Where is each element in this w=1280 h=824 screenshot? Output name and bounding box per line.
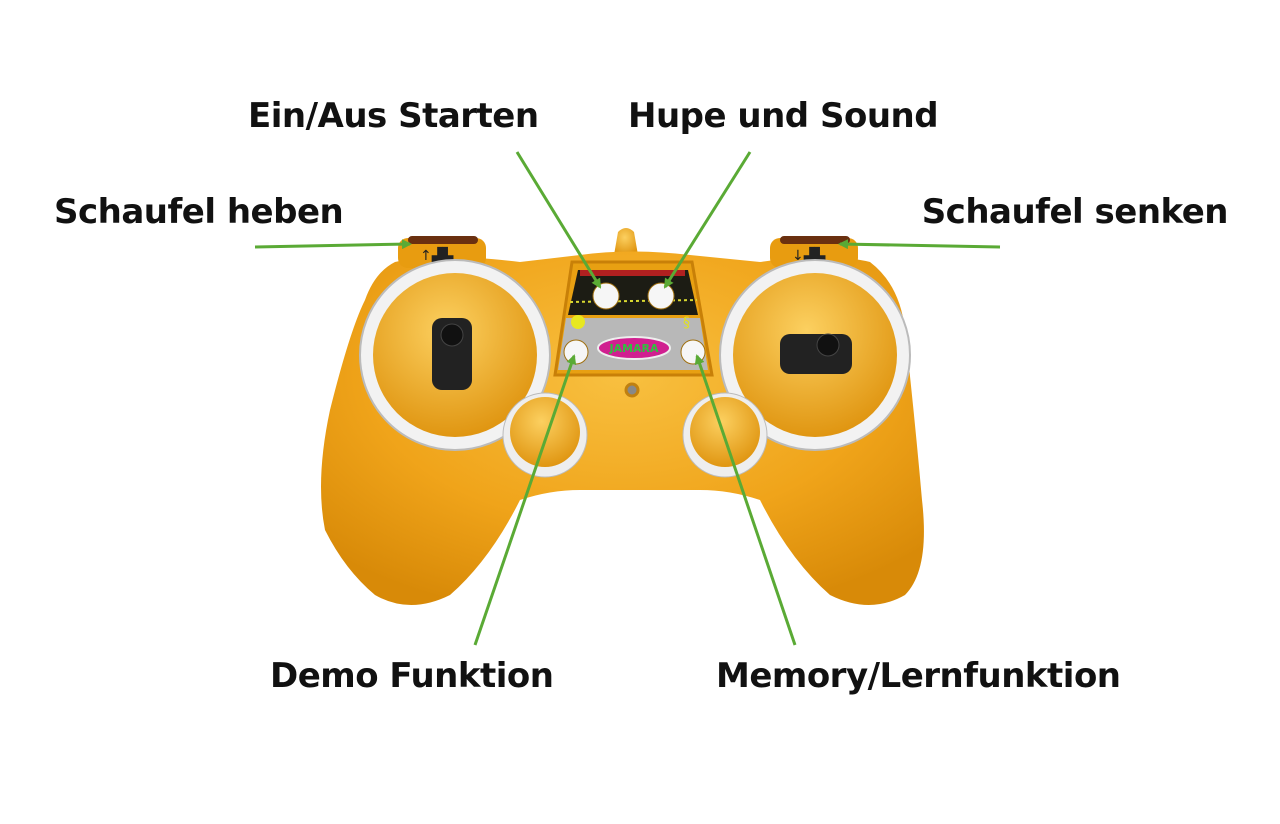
right-joystick[interactable] <box>780 334 852 374</box>
status-led <box>624 382 640 398</box>
label-shovel-raise: Schaufel heben <box>54 192 344 232</box>
shovel-up-icon: ↑▟▙ <box>420 246 453 264</box>
arrow-shovel-raise <box>254 239 412 250</box>
arrow-shovel-lower <box>838 239 1001 250</box>
label-demo: Demo Funktion <box>270 656 554 696</box>
arrow-power <box>515 151 602 289</box>
antenna <box>614 228 638 255</box>
right-knob[interactable] <box>690 397 760 467</box>
shoulder-button-right[interactable] <box>770 238 858 268</box>
left-knob[interactable] <box>510 397 580 467</box>
memory-icon: § <box>683 315 690 331</box>
memory-button[interactable] <box>680 339 706 365</box>
power-start-button[interactable] <box>592 282 620 310</box>
svg-text:JAMARA: JAMARA <box>608 342 659 355</box>
horn-button[interactable] <box>647 282 675 310</box>
arrow-horn <box>663 151 752 289</box>
label-power-start: Ein/Aus Starten <box>248 96 539 136</box>
label-memory: Memory/Lernfunktion <box>716 656 1121 696</box>
demo-button[interactable] <box>563 339 589 365</box>
power-icon <box>571 315 585 329</box>
label-shovel-lower: Schaufel senken <box>921 192 1229 232</box>
arrow-memory <box>694 354 797 646</box>
label-horn-sound: Hupe und Sound <box>628 96 939 136</box>
logo <box>597 336 671 360</box>
arrow-demo <box>473 354 577 646</box>
